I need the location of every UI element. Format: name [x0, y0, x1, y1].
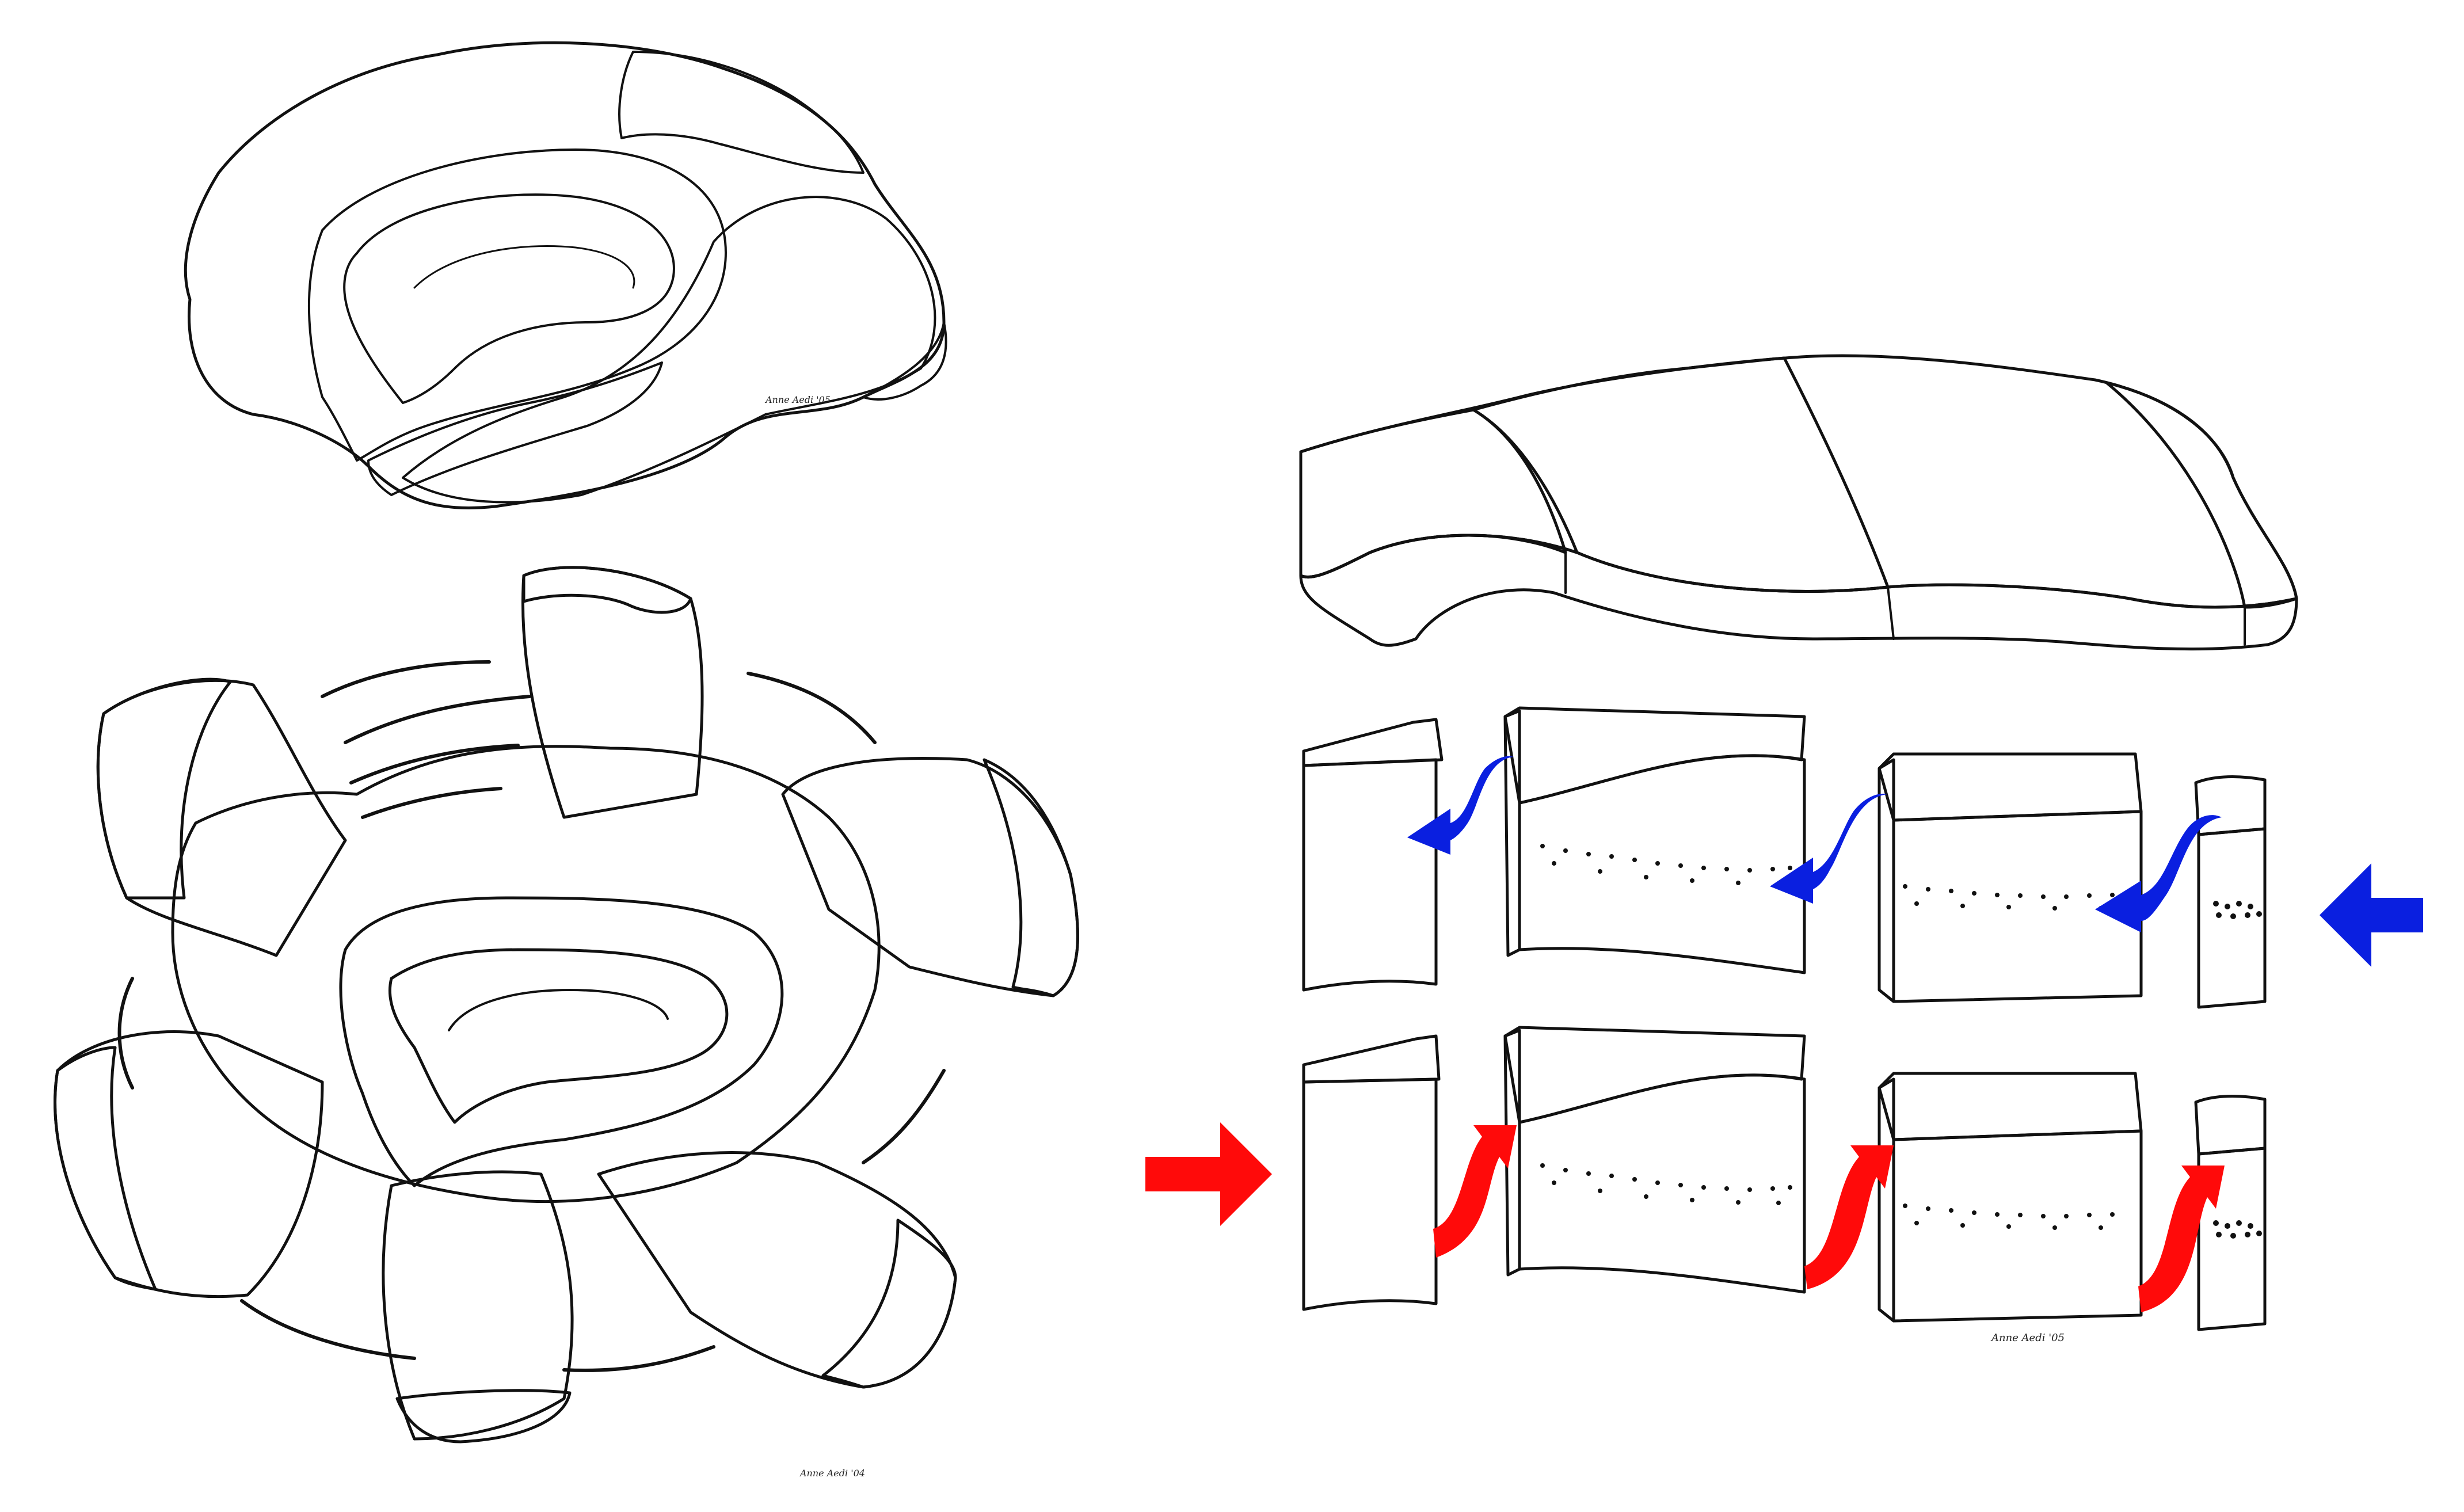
- block-2-upper: [1503, 706, 1806, 974]
- blue-arrow-between-3-4: [2095, 815, 2222, 932]
- flower-callosum-inner: [448, 989, 669, 1031]
- brain-region-dotted: [402, 196, 936, 504]
- brain-temporal-band: [367, 361, 663, 496]
- block-4-lower: [2194, 1095, 2267, 1331]
- cortical-slab: [1299, 354, 2298, 651]
- petal-bottom-cap: [395, 1389, 572, 1444]
- petal-upper-left: [96, 679, 347, 957]
- red-arrow-between-2-3: [1804, 1145, 1894, 1289]
- inward-projection-row: [1302, 706, 2423, 1009]
- brain-ventricle: [343, 193, 675, 404]
- motion-lines: [117, 660, 946, 1372]
- unfolded-cortex-flower: Anne Aedi '04: [54, 566, 1079, 1479]
- block-1-lower: [1302, 1034, 1441, 1311]
- slab-top-diagonal-zone: [1299, 408, 1567, 579]
- slab-top-end-cap: [2105, 381, 2298, 609]
- block-4-upper-dot-cluster: [2213, 901, 2262, 919]
- red-arrow-between-1-2: [1433, 1125, 1517, 1258]
- outward-projection-row: Anne Aedi '05: [1145, 1026, 2267, 1344]
- red-arrow-between-3-4: [2138, 1166, 2225, 1312]
- petal-upper-left-cap: [96, 677, 232, 900]
- flower-middle-zone: [171, 745, 881, 1203]
- red-arrow-far-left: [1145, 1122, 1272, 1226]
- petal-lower-left-cap: [54, 1046, 157, 1291]
- petal-lower-right-cap: [821, 1218, 957, 1389]
- block-3-upper: [1877, 752, 2143, 1003]
- blue-arrow-between-1-2: [1407, 756, 1514, 855]
- slab-segment-edges: [1300, 451, 2246, 646]
- petal-lower-right: [597, 1151, 957, 1389]
- brain-occipital-cap: [862, 321, 947, 401]
- blocks-signature: Anne Aedi '05: [1990, 1332, 2065, 1344]
- slab-side-face: [1299, 534, 2298, 651]
- brain-signature: Anne Aedi '05: [764, 394, 831, 405]
- block-4-upper: [2194, 775, 2267, 1009]
- block-2-upper-dot-band: [1540, 844, 1792, 886]
- flower-signature: Anne Aedi '04: [799, 1468, 865, 1479]
- petal-right-cap: [982, 758, 1079, 997]
- slab-top-dashed-zone: [1472, 356, 1890, 593]
- petal-bottom: [382, 1170, 574, 1441]
- brain-region-circles: [618, 51, 865, 174]
- flower-ventricle: [388, 948, 729, 1124]
- petal-top-cap: [522, 566, 692, 614]
- petal-right: [781, 757, 1079, 997]
- slab-top-surface: [1299, 354, 2298, 609]
- block-2-lower: [1503, 1026, 1806, 1294]
- brain-callosum-inner: [413, 245, 635, 289]
- petal-lower-left: [54, 1030, 324, 1298]
- medial-brain-illustration: Anne Aedi '05: [184, 41, 947, 509]
- block-2-lower-dot-band: [1540, 1163, 1792, 1205]
- blue-arrow-far-right: [2320, 863, 2423, 967]
- petal-top: [521, 566, 704, 819]
- block-4-lower-dot-cluster: [2213, 1220, 2262, 1239]
- brain-outline: [184, 41, 946, 509]
- block-1-upper: [1302, 718, 1444, 992]
- brain-cingulate-ring: [307, 148, 727, 462]
- block-3-lower: Anne Aedi '05: [1877, 1072, 2143, 1344]
- flower-cingulate-ring: [339, 896, 784, 1187]
- block-3-lower-dot-band: [1903, 1203, 2115, 1230]
- blue-arrow-between-2-3: [1770, 794, 1888, 904]
- block-3-upper-dot-band: [1903, 884, 2115, 911]
